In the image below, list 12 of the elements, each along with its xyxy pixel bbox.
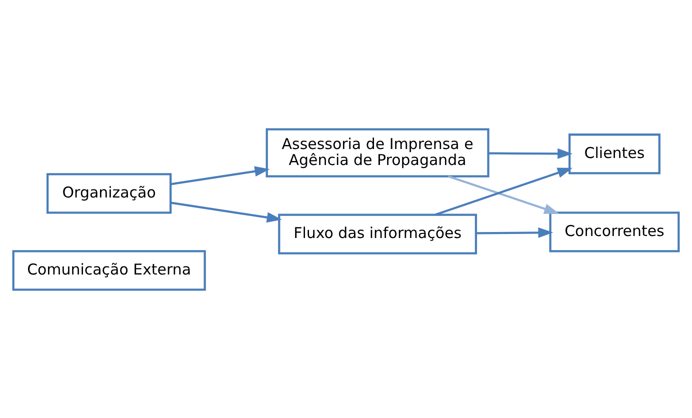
- node-box: Fluxo das informações: [278, 213, 478, 254]
- arrow: [448, 174, 560, 214]
- node-box: Concorrentes: [549, 211, 680, 252]
- node-box: Clientes: [568, 133, 660, 174]
- arrow: [434, 167, 573, 216]
- node-box: Organização: [46, 172, 172, 214]
- arrow: [170, 166, 270, 185]
- arrow: [488, 148, 573, 158]
- node-box: Comunicação Externa: [12, 250, 206, 290]
- arrow: [476, 226, 554, 238]
- arrow: [170, 201, 282, 222]
- node-box: Assessoria de Imprensa e Agência de Propaganda: [266, 128, 490, 177]
